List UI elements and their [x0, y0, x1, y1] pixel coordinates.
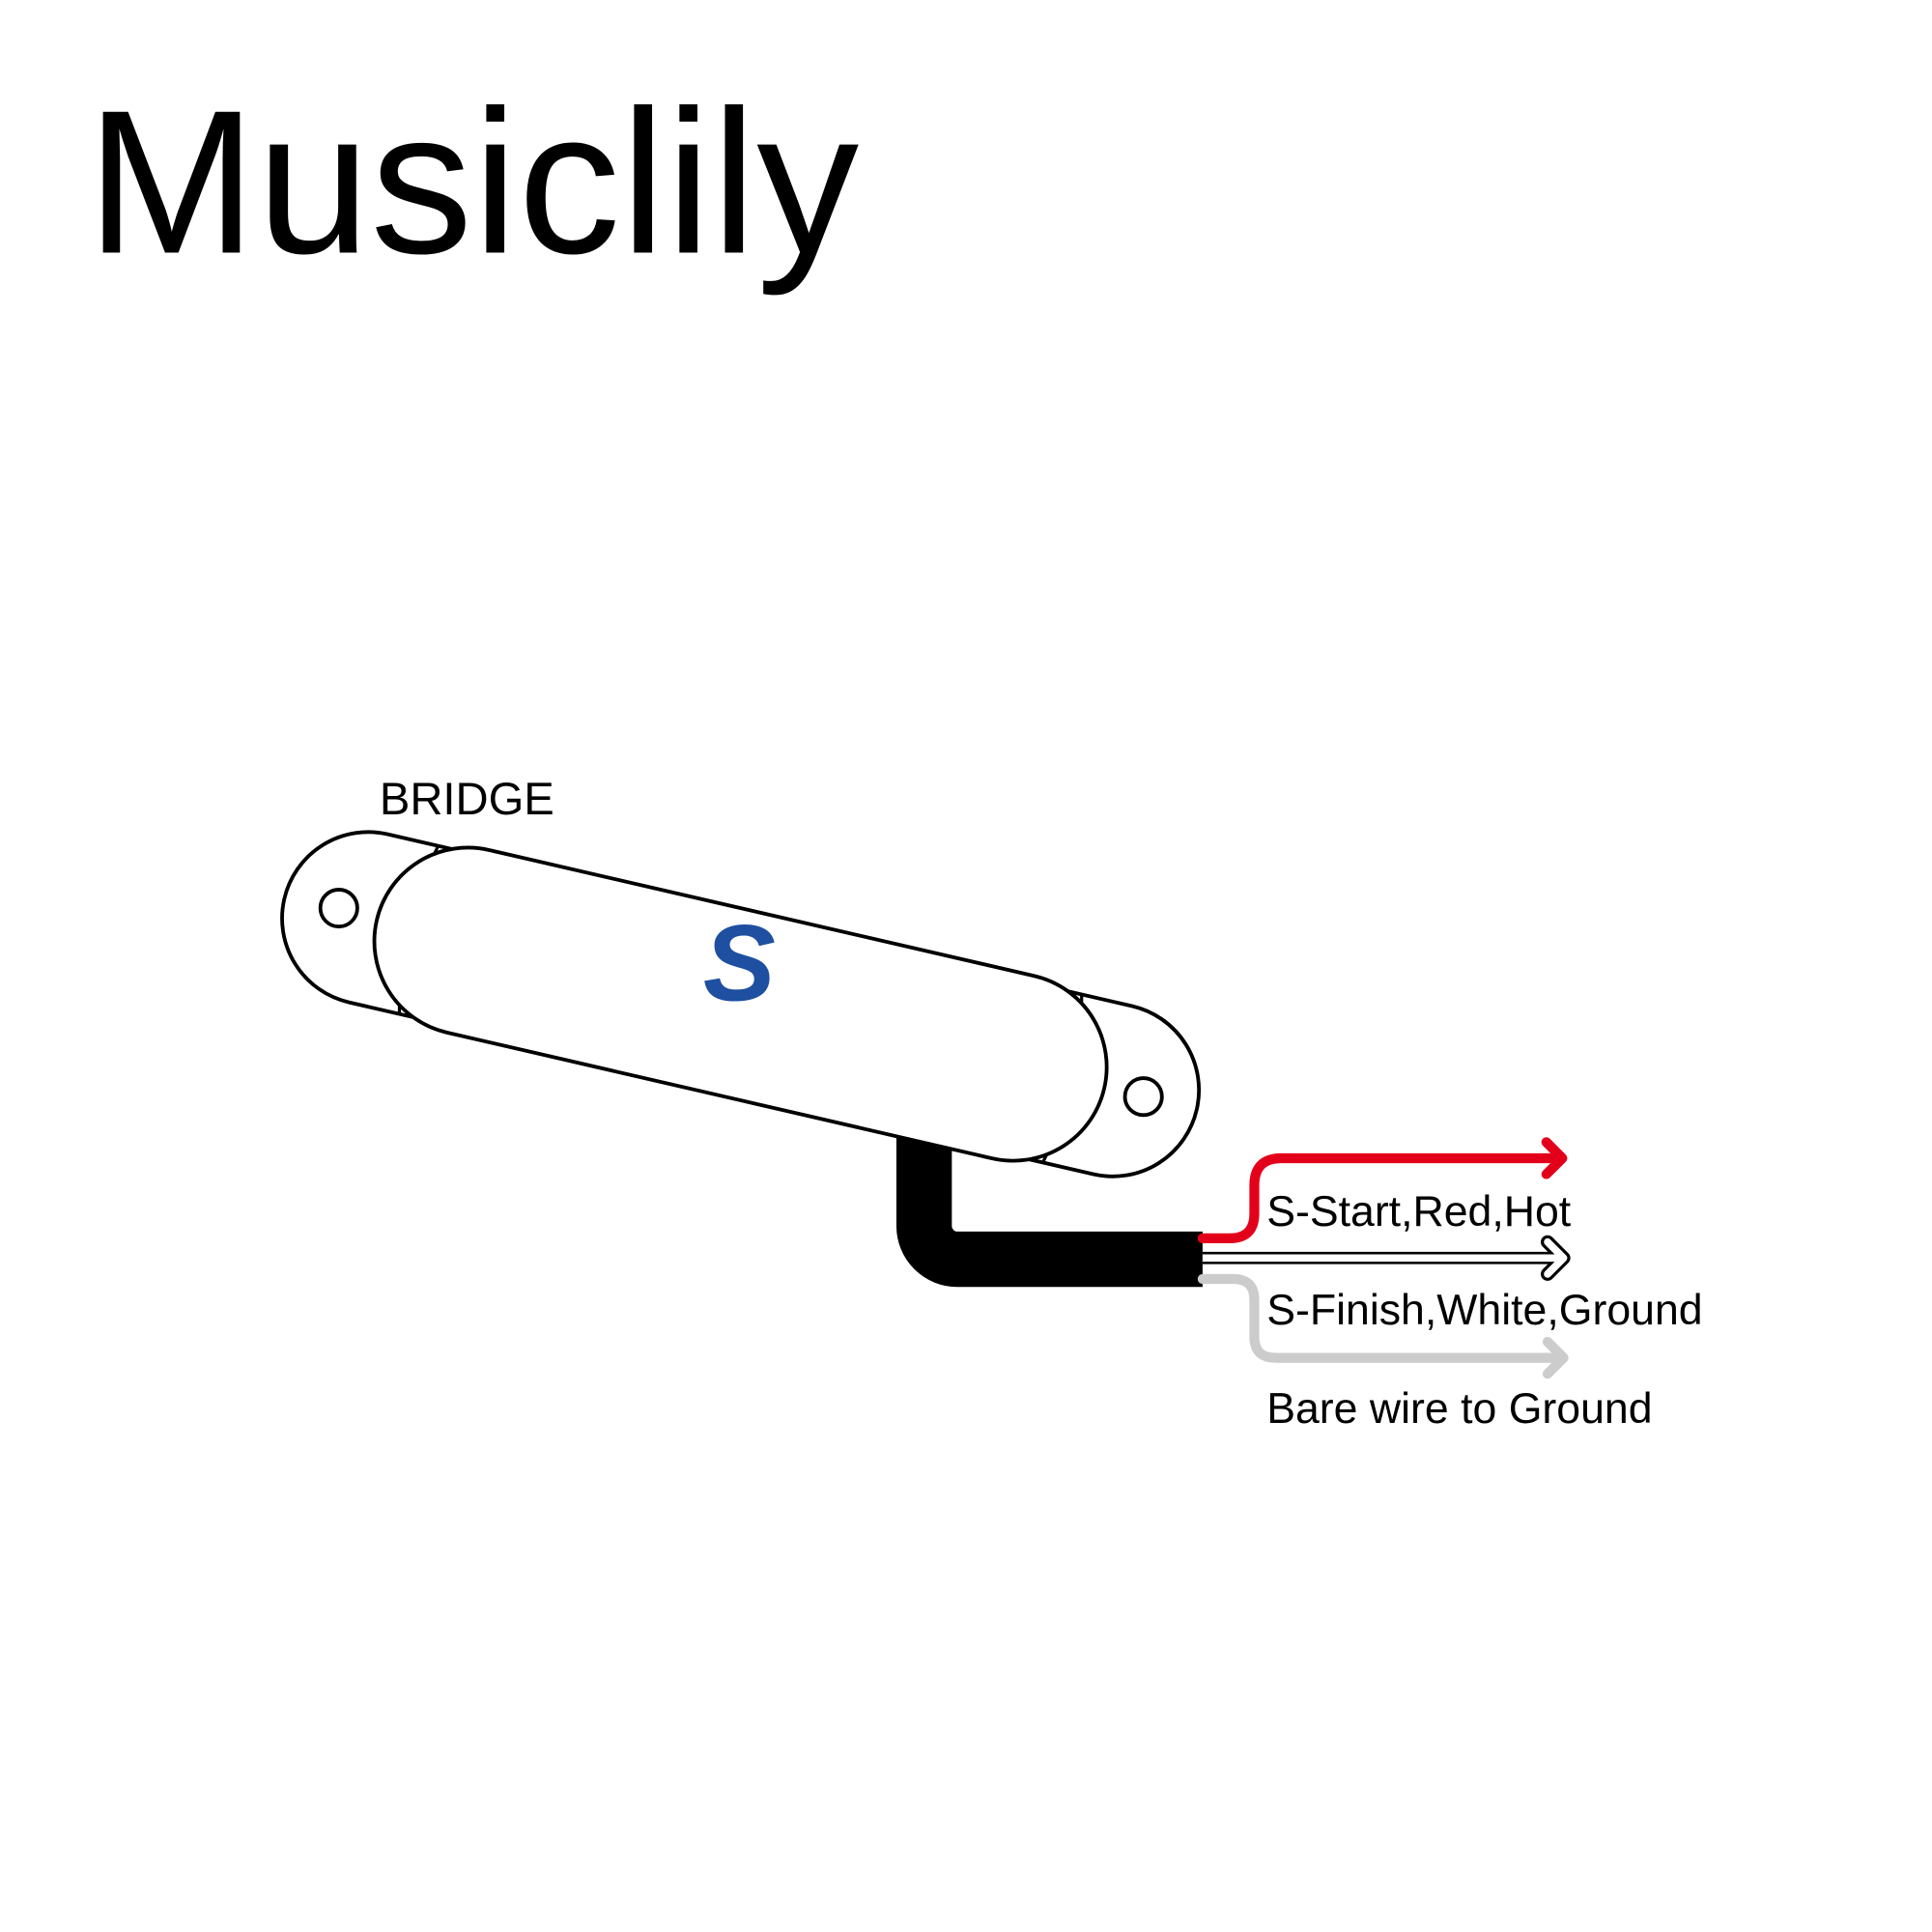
pickup-cover-letter: S — [703, 902, 776, 1024]
bare-wire — [1197, 1273, 1569, 1379]
pickup-cover — [372, 845, 1109, 1163]
brand-logo: Musiclily — [86, 67, 859, 296]
bare-wire-arrow-icon — [1542, 1336, 1569, 1379]
red-wire — [1197, 1137, 1568, 1243]
red-wire-arrow-icon — [1541, 1137, 1568, 1179]
pickup-cable — [895, 1127, 1203, 1288]
pickup — [280, 830, 1202, 1179]
red-wire-label: S-Start,Red,Hot — [1266, 1188, 1572, 1236]
pickup-position-label: BRIDGE — [380, 774, 554, 825]
mounting-hole-left — [318, 888, 359, 929]
bare-wire-label: Bare wire to Ground — [1266, 1385, 1652, 1433]
mounting-hole-right — [1122, 1076, 1164, 1118]
white-wire — [1202, 1235, 1571, 1281]
white-wire-arrow-icon — [1544, 1237, 1568, 1278]
white-wire-label: S-Finish,White,Ground — [1266, 1287, 1702, 1334]
